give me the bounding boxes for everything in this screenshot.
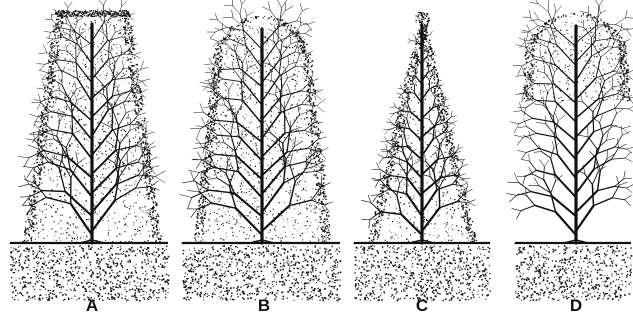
panel-label-c: C — [402, 296, 442, 316]
soil-ground-b — [182, 243, 341, 302]
soil-ground-d — [515, 243, 632, 301]
panel-label-a: A — [72, 296, 112, 316]
hedge-branches-c — [361, 26, 475, 243]
soil-ground-c — [354, 243, 491, 301]
panel-label-d: D — [556, 296, 596, 316]
hedge-branches-d — [507, 0, 633, 243]
hedge-branches-a — [18, 0, 166, 243]
soil-ground-a — [10, 243, 169, 302]
panel-label-b: B — [244, 296, 284, 316]
hedge-branches-b — [180, 0, 333, 243]
